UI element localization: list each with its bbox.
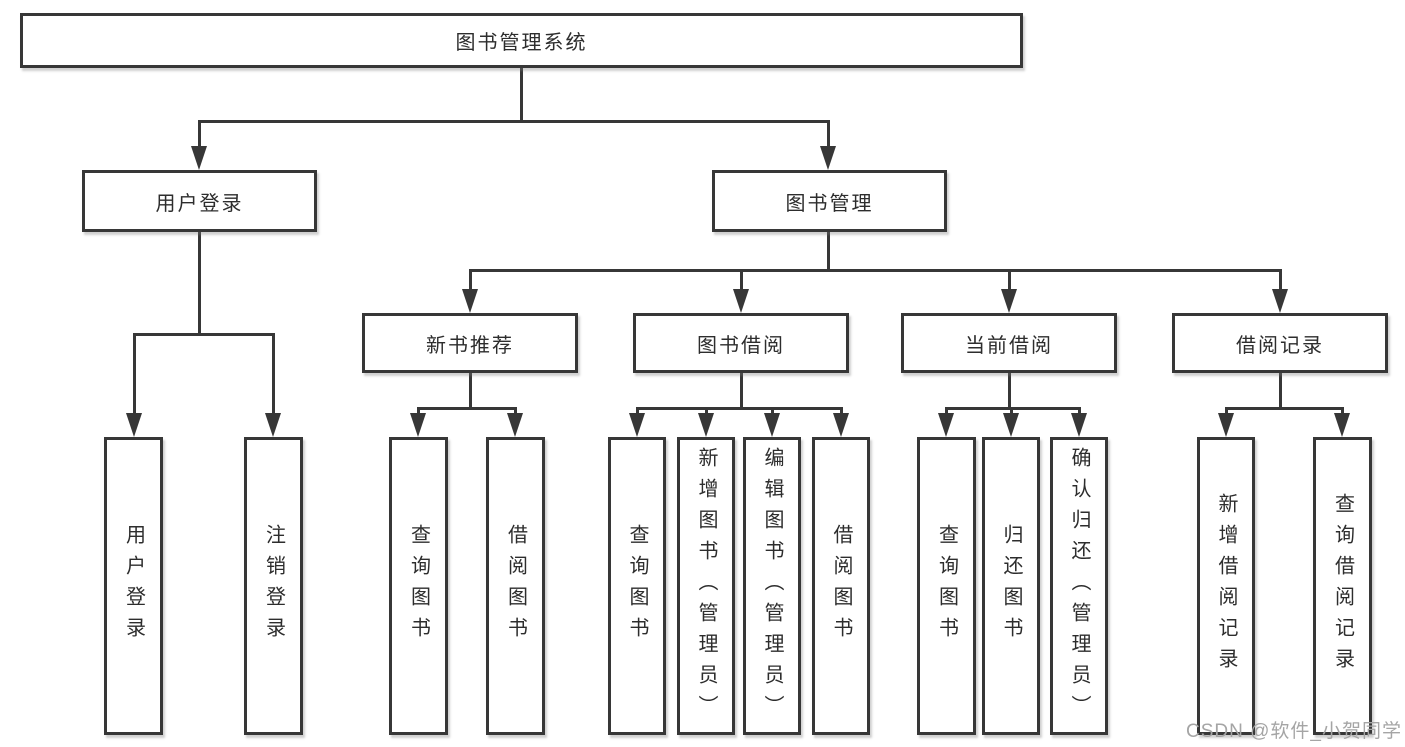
node-current-borrow: 当前借阅 [901, 313, 1117, 373]
connector-borrow-bar [636, 407, 842, 410]
arrowhead-down [1071, 413, 1087, 437]
arrow-stem [740, 269, 743, 291]
arrowhead-down [629, 413, 645, 437]
node-user-login: 用户登录 [82, 170, 317, 232]
node-borrow-records-label: 借阅记录 [1236, 334, 1324, 357]
connector-newbooks-drop [469, 371, 472, 409]
arrowhead-down [507, 413, 523, 437]
leaf-borrow-query-label: 查询图书 [626, 524, 648, 648]
node-current-borrow-label: 当前借阅 [965, 334, 1053, 357]
arrowhead-down [733, 289, 749, 313]
connector-userlogin-drop [198, 230, 201, 335]
arrow-stem [840, 407, 843, 416]
arrowhead-down [1003, 413, 1019, 437]
connector-current-drop [1008, 371, 1011, 409]
leaf-newbooks-query: 查询图书 [389, 437, 448, 735]
leaf-logout-label: 注销登录 [262, 524, 285, 648]
csdn-watermark: CSDN @软件_小贺同学 [1186, 721, 1402, 742]
arrowhead-down [265, 413, 281, 437]
node-book-borrow-label: 图书借阅 [697, 334, 785, 357]
connector-records-drop [1279, 371, 1282, 409]
connector-borrow-drop [740, 371, 743, 409]
arrowhead-down [410, 413, 426, 437]
arrow-stem [514, 407, 517, 416]
arrowhead-down [191, 146, 207, 170]
node-borrow-records: 借阅记录 [1172, 313, 1388, 373]
arrow-stem [771, 407, 774, 416]
node-new-book-recommend-label: 新书推荐 [426, 334, 514, 357]
node-book-management-label: 图书管理 [785, 192, 874, 215]
leaf-newbooks-borrow-label: 借阅图书 [504, 524, 527, 648]
node-book-borrow: 图书借阅 [633, 313, 849, 373]
leaf-borrow-query: 查询图书 [608, 437, 666, 735]
arrowhead-down [126, 413, 142, 437]
arrowhead-down [462, 289, 478, 313]
arrowhead-down [1272, 289, 1288, 313]
arrow-stem [272, 333, 275, 415]
leaf-newbooks-borrow: 借阅图书 [486, 437, 545, 735]
arrow-stem [417, 407, 420, 416]
arrowhead-down [833, 413, 849, 437]
arrow-stem [1225, 407, 1228, 416]
leaf-current-query-label: 查询图书 [935, 524, 958, 648]
arrow-stem [469, 269, 472, 291]
leaf-add-borrow-record: 新增借阅记录 [1197, 437, 1255, 735]
node-book-management: 图书管理 [712, 170, 947, 232]
node-new-book-recommend: 新书推荐 [362, 313, 578, 373]
arrow-stem [636, 407, 639, 416]
connector-newbooks-bar [417, 407, 517, 410]
connector-level2-bar [198, 120, 830, 123]
arrow-stem [1341, 407, 1344, 416]
leaf-borrow-book-label: 借阅图书 [830, 524, 852, 648]
leaf-borrow-edit-book-admin: 编辑图书（管理员） [743, 437, 801, 735]
arrow-stem [133, 333, 136, 415]
leaf-query-borrow-record-label: 查询借阅记录 [1331, 493, 1354, 679]
connector-userlogin-bar [133, 333, 275, 336]
arrow-stem [705, 407, 708, 416]
arrowhead-down [764, 413, 780, 437]
arrow-stem [198, 120, 201, 148]
node-user-login-label: 用户登录 [155, 192, 244, 215]
arrow-stem [1078, 407, 1081, 416]
node-root-system: 图书管理系统 [20, 13, 1023, 68]
leaf-user-login-label: 用户登录 [122, 524, 145, 648]
connector-root-drop [520, 66, 523, 122]
leaf-borrow-add-book-admin-label: 新增图书（管理员） [695, 446, 717, 726]
arrow-stem [1010, 407, 1013, 416]
leaf-confirm-return-admin: 确认归还（管理员） [1050, 437, 1108, 735]
arrowhead-down [938, 413, 954, 437]
leaf-return-book-label: 归还图书 [1000, 524, 1022, 648]
leaf-confirm-return-admin-label: 确认归还（管理员） [1068, 446, 1090, 726]
leaf-return-book: 归还图书 [982, 437, 1040, 735]
leaf-query-borrow-record: 查询借阅记录 [1313, 437, 1372, 735]
leaf-logout: 注销登录 [244, 437, 303, 735]
connector-level3-bar [469, 269, 1282, 272]
arrow-stem [1279, 269, 1282, 291]
leaf-borrow-book: 借阅图书 [812, 437, 870, 735]
leaf-current-query: 查询图书 [917, 437, 976, 735]
arrowhead-down [1001, 289, 1017, 313]
arrowhead-down [1218, 413, 1234, 437]
arrow-stem [1008, 269, 1011, 291]
connector-records-bar [1225, 407, 1343, 410]
leaf-borrow-edit-book-admin-label: 编辑图书（管理员） [761, 446, 783, 726]
leaf-borrow-add-book-admin: 新增图书（管理员） [677, 437, 735, 735]
leaf-user-login: 用户登录 [104, 437, 163, 735]
leaf-add-borrow-record-label: 新增借阅记录 [1215, 493, 1237, 679]
connector-bookmgmt-drop [827, 230, 830, 271]
arrowhead-down [1334, 413, 1350, 437]
leaf-newbooks-query-label: 查询图书 [407, 524, 430, 648]
arrow-stem [945, 407, 948, 416]
arrowhead-down [698, 413, 714, 437]
node-root-label: 图书管理系统 [455, 32, 588, 54]
arrow-stem [827, 120, 830, 148]
arrowhead-down [820, 146, 836, 170]
